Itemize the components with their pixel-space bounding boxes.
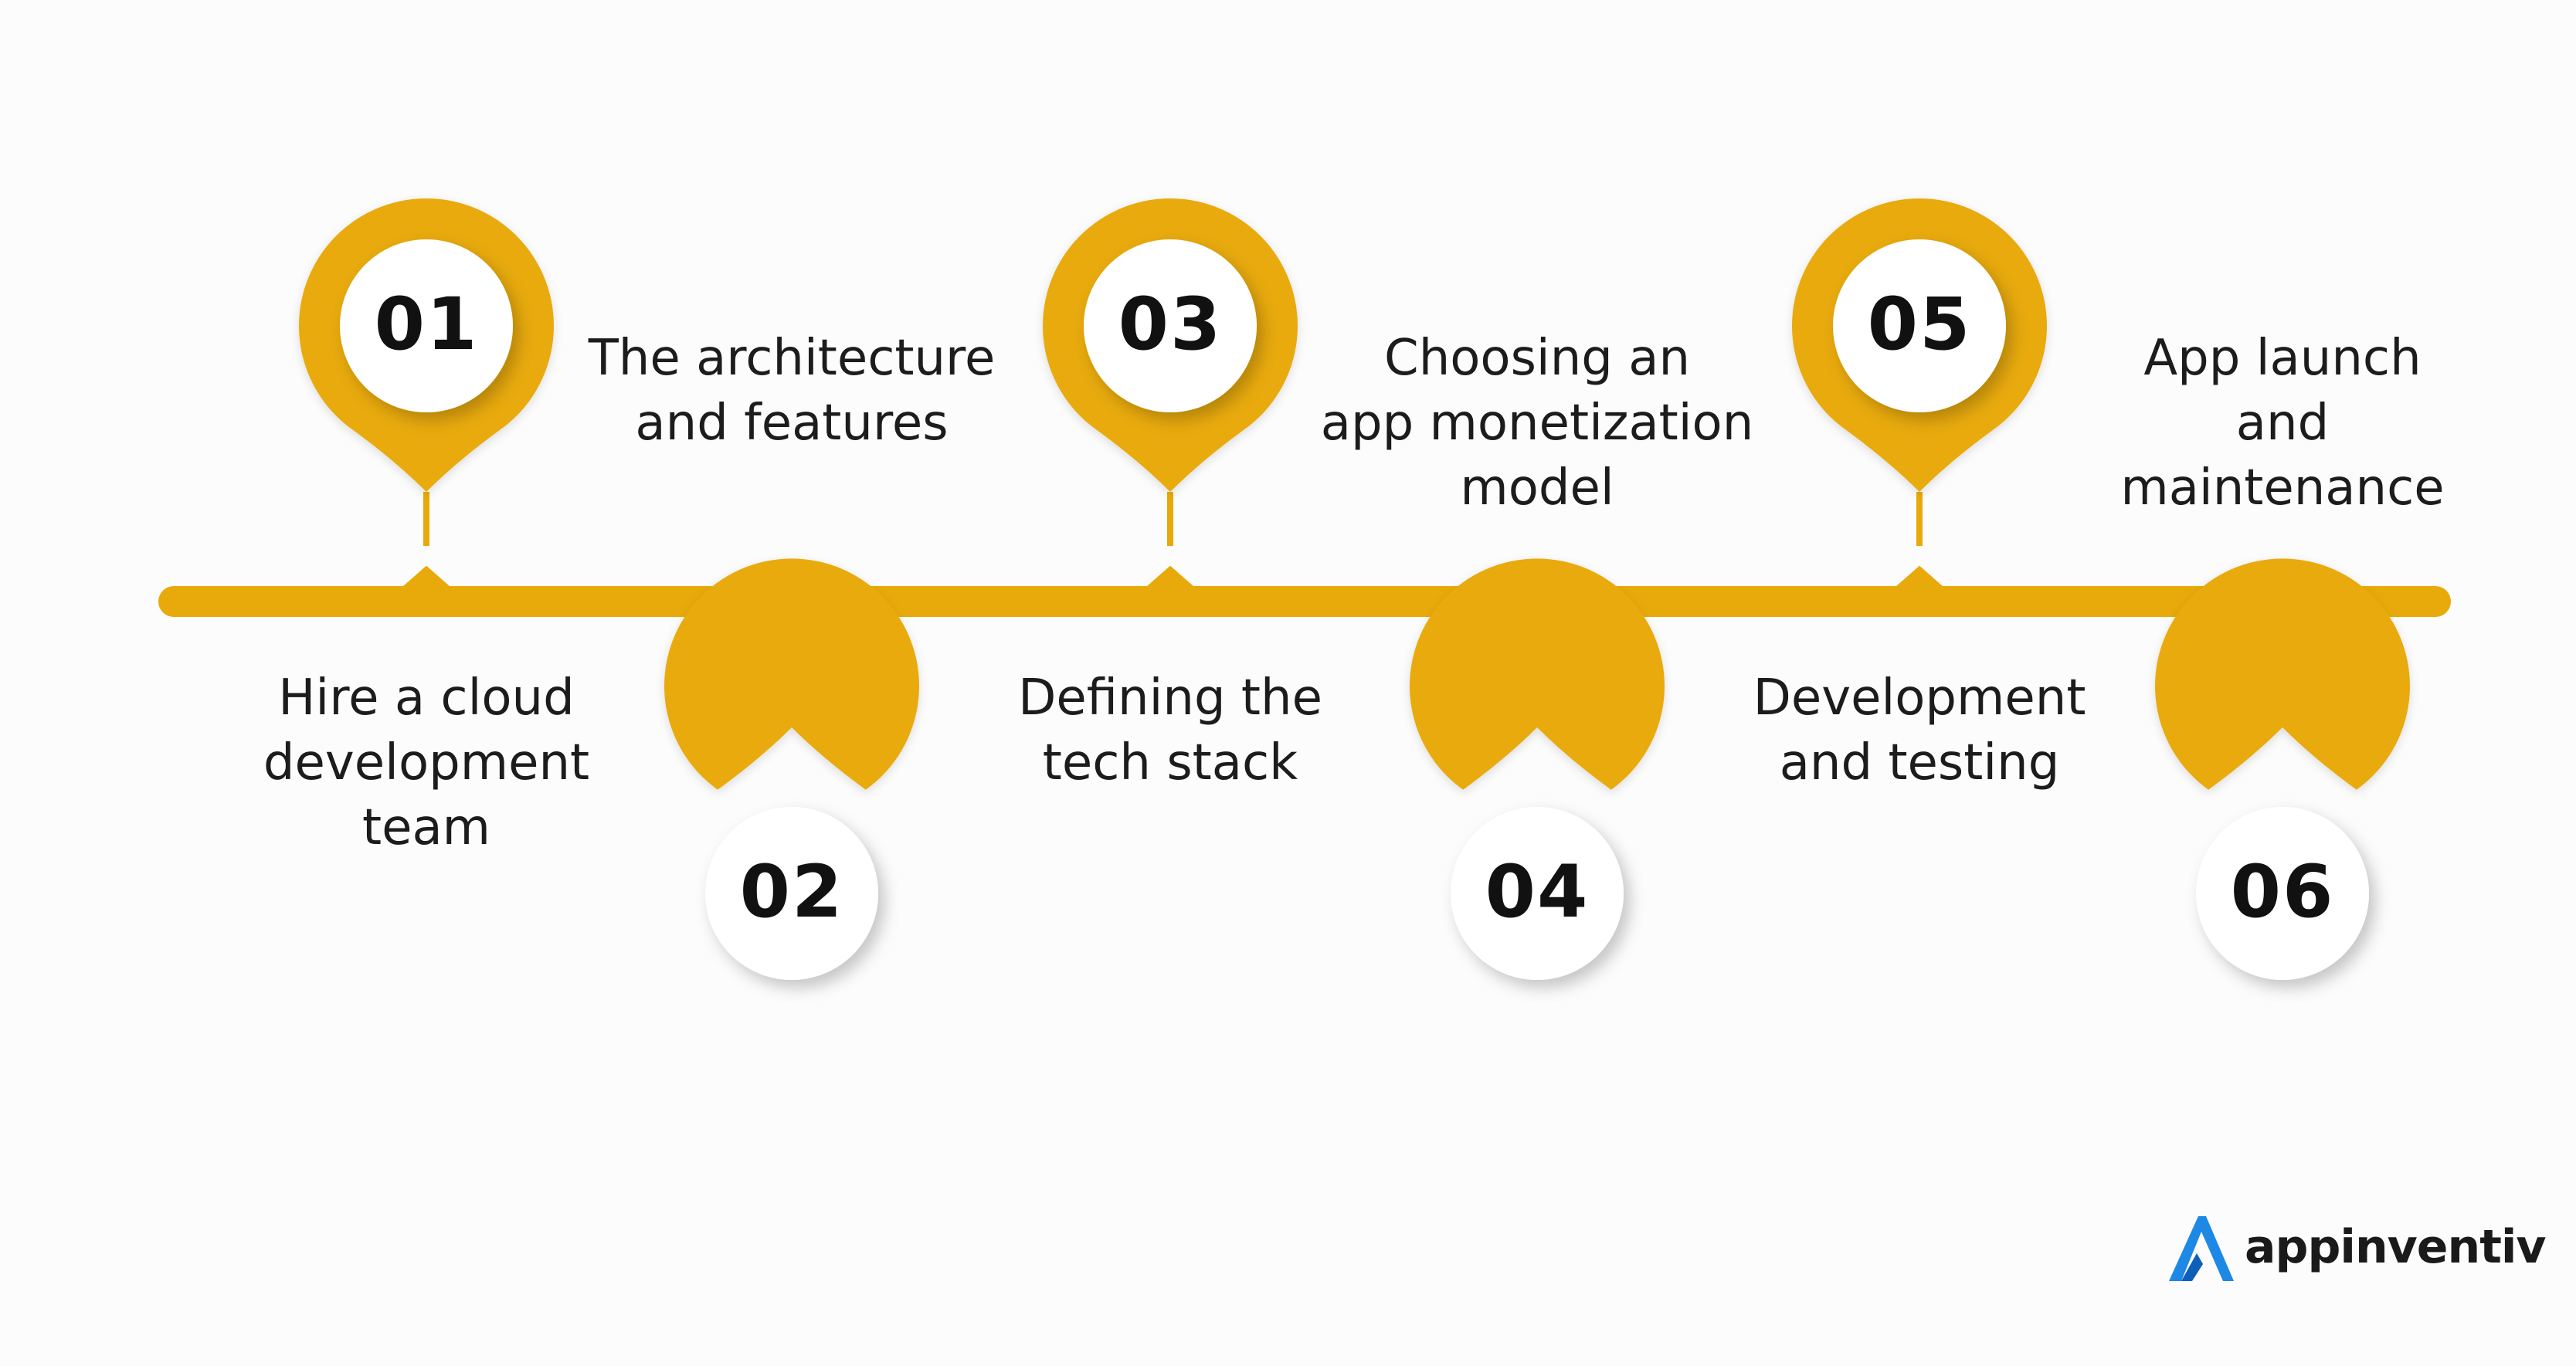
step-number-06: 06 (2230, 849, 2335, 934)
brand-logo: appinventiv (2163, 1205, 2547, 1290)
step-label-line: The architecture (588, 330, 996, 387)
step-marker-02 (664, 558, 919, 980)
step-label-line: App launch (2143, 330, 2422, 387)
step-label-line: Defining the (1018, 669, 1322, 727)
step-label-04: Choosing an app monetization model (1298, 326, 1777, 520)
step-label-line: and (2235, 395, 2330, 452)
step-label-01: Hire a cloud development team (187, 666, 666, 860)
step-marker-05 (1792, 198, 2047, 586)
step-label-line: tech stack (1042, 734, 1298, 791)
pin-inner-circle (1833, 239, 2006, 412)
appinventiv-logo-icon (2169, 1216, 2234, 1281)
step-label-06: App launch and maintenance (2043, 326, 2522, 520)
step-number-01: 01 (374, 282, 479, 367)
step-label-line: model (1460, 459, 1614, 517)
step-number-03: 03 (1118, 282, 1223, 367)
pin-inner-circle (1084, 239, 1257, 412)
step-marker-06 (2155, 558, 2410, 980)
step-marker-03 (1043, 198, 1298, 586)
pin-drop (664, 558, 919, 790)
step-label-05: Development and testing (1680, 666, 2159, 795)
step-label-line: app monetization (1320, 395, 1754, 452)
pin-inner-circle (2196, 807, 2369, 980)
bar-notch (1896, 565, 1943, 586)
step-label-line: Hire a cloud (278, 669, 575, 727)
step-label-line: Development (1753, 669, 2086, 727)
step-label-02: The architecture and features (552, 326, 1031, 456)
step-label-line: and features (635, 395, 949, 452)
step-label-03: Defining the tech stack (931, 666, 1410, 795)
pin-inner-circle (705, 807, 878, 980)
pin-drop (2155, 558, 2410, 790)
step-label-line: team (361, 799, 491, 856)
bar-notch (1147, 565, 1193, 586)
step-marker-01 (299, 198, 554, 586)
step-marker-04 (1410, 558, 1665, 980)
bar-notch (403, 565, 450, 586)
pin-inner-circle (1451, 807, 1624, 980)
step-label-line: development (263, 734, 590, 791)
timeline-bar (158, 586, 2451, 617)
step-label-line: maintenance (2120, 459, 2445, 517)
step-number-04: 04 (1485, 849, 1590, 934)
step-number-02: 02 (739, 849, 844, 934)
pin-inner-circle (340, 239, 513, 412)
step-number-05: 05 (1867, 282, 1972, 367)
step-label-line: and testing (1779, 734, 2060, 791)
step-label-line: Choosing an (1384, 330, 1690, 387)
brand-name: appinventiv (2245, 1220, 2547, 1274)
pin-drop (1410, 558, 1665, 790)
